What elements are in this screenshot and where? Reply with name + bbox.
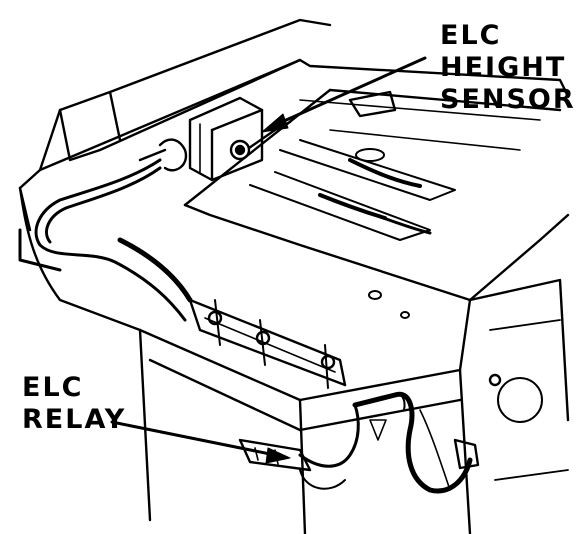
underbody-floor-panel — [18, 18, 570, 302]
relay-leader-arrow — [110, 420, 291, 464]
wiring-harness — [18, 158, 193, 322]
elc-height-sensor-callout: ELC HEIGHT SENSOR — [440, 20, 576, 116]
height-sensor-leader-arrow — [261, 56, 427, 133]
elc-relay-assembly — [238, 391, 480, 494]
rear-bracket-linkage — [188, 298, 347, 389]
callout-line: ELC — [22, 372, 84, 403]
elc-relay-callout: ELC RELAY — [22, 372, 126, 436]
callout-line: HEIGHT — [440, 52, 567, 83]
callout-line: SENSOR — [440, 84, 576, 115]
height-sensor-assembly — [138, 90, 397, 182]
callout-line: RELAY — [22, 404, 127, 435]
callout-line: ELC — [440, 20, 502, 51]
rear-panel-structure — [18, 186, 570, 534]
trunk-floor-ribs — [249, 139, 456, 319]
